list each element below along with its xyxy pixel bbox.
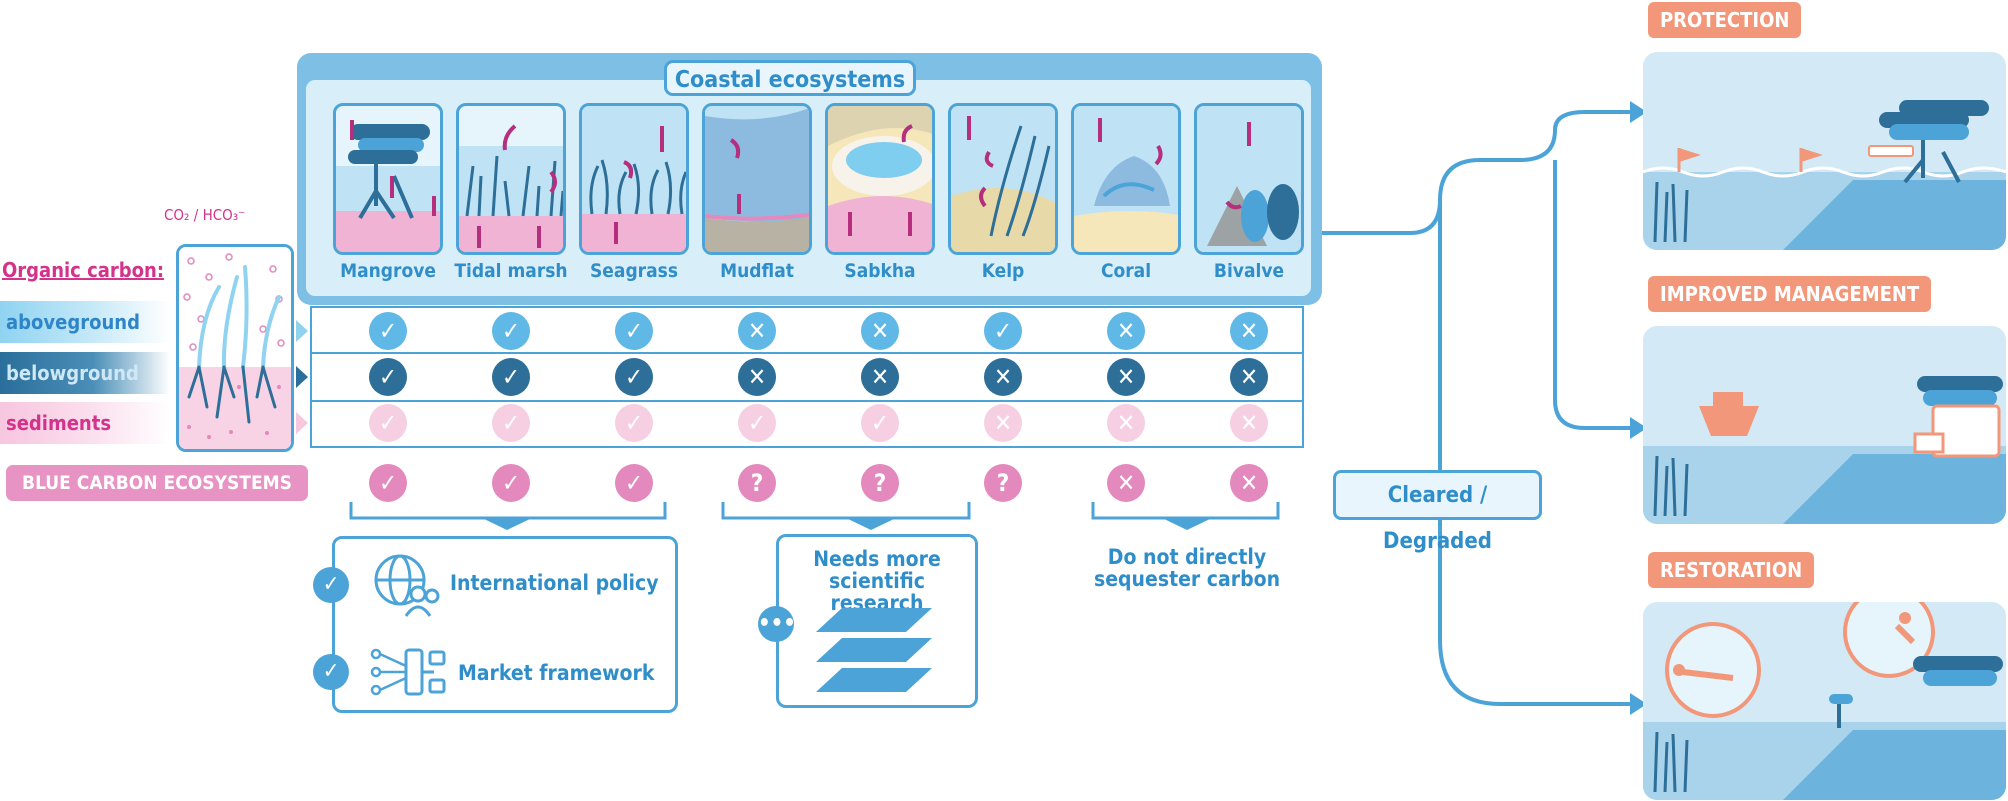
sabkha-illustration xyxy=(825,103,935,255)
flow-to-restoration xyxy=(1438,200,1632,706)
cross-icon: ✕ xyxy=(1230,404,1268,442)
cross-icon: ✕ xyxy=(984,358,1022,396)
cross-icon: ✕ xyxy=(1230,464,1268,502)
cross-icon: ✕ xyxy=(1107,464,1145,502)
improved-management-scene xyxy=(1643,326,2006,524)
bracket-arrow-uncertain xyxy=(846,518,896,530)
question-icon: ? xyxy=(861,464,899,502)
flow-to-management xyxy=(1553,160,1632,430)
policy-check-icon: ✓ xyxy=(313,567,349,603)
question-icon: ? xyxy=(984,464,1022,502)
globe-people-icon xyxy=(372,552,444,622)
co2-label: CO₂ / HCO₃⁻ xyxy=(164,206,246,224)
bracket-arrow-non-carbon xyxy=(1162,518,1212,530)
ecosystem-label-mangrove: Mangrove xyxy=(340,260,436,282)
tidal-marsh-illustration xyxy=(456,103,566,255)
cross-icon: ✕ xyxy=(738,312,776,350)
needs-research-label: Needs more scientific research xyxy=(813,547,941,615)
ecosystem-label-mudflat: Mudflat xyxy=(720,260,794,282)
cross-icon: ✕ xyxy=(861,312,899,350)
blue-carbon-ecosystems-label: BLUE CARBON ECOSYSTEMS xyxy=(6,465,308,501)
cross-icon: ✕ xyxy=(861,358,899,396)
bracket-non-carbon xyxy=(1091,502,1280,520)
check-icon: ✓ xyxy=(615,358,653,396)
do-not-sequester-label: Do not directly sequester carbon xyxy=(1093,545,1281,591)
cross-icon: ✕ xyxy=(1107,404,1145,442)
check-icon: ✓ xyxy=(615,404,653,442)
arrowhead-protection xyxy=(1630,101,1647,123)
mudflat-illustration xyxy=(702,103,812,255)
restoration-scene xyxy=(1643,602,2006,800)
layers-icon xyxy=(812,608,936,698)
layer-belowground: belowground xyxy=(0,352,170,394)
carbon-matrix-table xyxy=(310,306,1304,448)
check-icon: ✓ xyxy=(369,312,407,350)
outcome-improved-management-label: IMPROVED MANAGEMENT xyxy=(1648,276,1932,312)
market-check-icon: ✓ xyxy=(313,654,349,690)
mangrove-illustration xyxy=(333,103,443,255)
kelp-illustration xyxy=(948,103,1058,255)
ecosystem-label-bivalve: Bivalve xyxy=(1213,260,1285,282)
protection-scene xyxy=(1643,52,2006,250)
carbon-cross-section-illustration xyxy=(176,244,294,452)
check-icon: ✓ xyxy=(861,404,899,442)
cross-icon: ✕ xyxy=(1230,312,1268,350)
cross-icon: ✕ xyxy=(1107,358,1145,396)
check-icon: ✓ xyxy=(492,464,530,502)
seagrass-illustration xyxy=(579,103,689,255)
bracket-arrow-blue-carbon xyxy=(482,518,532,530)
matrix-divider-1 xyxy=(310,352,1304,354)
check-icon: ✓ xyxy=(369,464,407,502)
bivalve-illustration xyxy=(1194,103,1304,255)
ecosystem-label-kelp: Kelp xyxy=(981,260,1025,282)
check-icon: ✓ xyxy=(369,358,407,396)
row-pointer-below xyxy=(296,366,308,388)
ecosystem-label-sabkha: Sabkha xyxy=(844,260,916,282)
layer-aboveground: aboveground xyxy=(0,301,170,343)
row-pointer-sed xyxy=(296,412,308,434)
outcome-protection-label: PROTECTION xyxy=(1648,2,1802,38)
ecosystem-label-seagrass: Seagrass xyxy=(590,260,678,282)
international-policy-label: International policy xyxy=(450,571,659,595)
check-icon: ✓ xyxy=(738,404,776,442)
arrowhead-restoration xyxy=(1630,693,1647,715)
bracket-blue-carbon xyxy=(349,502,667,520)
market-framework-label: Market framework xyxy=(458,661,655,685)
check-icon: ✓ xyxy=(492,358,530,396)
check-icon: ✓ xyxy=(492,404,530,442)
bracket-uncertain xyxy=(721,502,971,520)
coastal-ecosystems-title: Coastal ecosystems xyxy=(664,60,916,96)
check-icon: ✓ xyxy=(369,404,407,442)
more-dots-icon: ••• xyxy=(758,606,796,642)
cross-icon: ✕ xyxy=(1107,312,1145,350)
cross-icon: ✕ xyxy=(738,358,776,396)
check-icon: ✓ xyxy=(615,312,653,350)
row-pointer-above xyxy=(296,320,308,342)
arrowhead-management xyxy=(1630,417,1647,439)
organic-carbon-title: Organic carbon: xyxy=(2,258,165,282)
layer-sediments: sediments xyxy=(0,402,170,444)
ecosystem-label-tidal-marsh: Tidal marsh xyxy=(454,260,568,282)
ecosystem-label-coral: Coral xyxy=(1100,260,1152,282)
cleared-degraded-label: Cleared / Degraded xyxy=(1333,470,1542,554)
check-icon: ✓ xyxy=(492,312,530,350)
policy-market-box xyxy=(332,536,678,713)
cross-icon: ✕ xyxy=(1230,358,1268,396)
coral-illustration xyxy=(1071,103,1181,255)
check-icon: ✓ xyxy=(984,312,1022,350)
cross-icon: ✕ xyxy=(984,404,1022,442)
outcome-restoration-label: RESTORATION xyxy=(1648,552,1815,588)
matrix-divider-2 xyxy=(310,400,1304,402)
question-icon: ? xyxy=(738,464,776,502)
network-icon xyxy=(368,642,458,706)
check-icon: ✓ xyxy=(615,464,653,502)
flow-to-protection xyxy=(1322,110,1632,235)
